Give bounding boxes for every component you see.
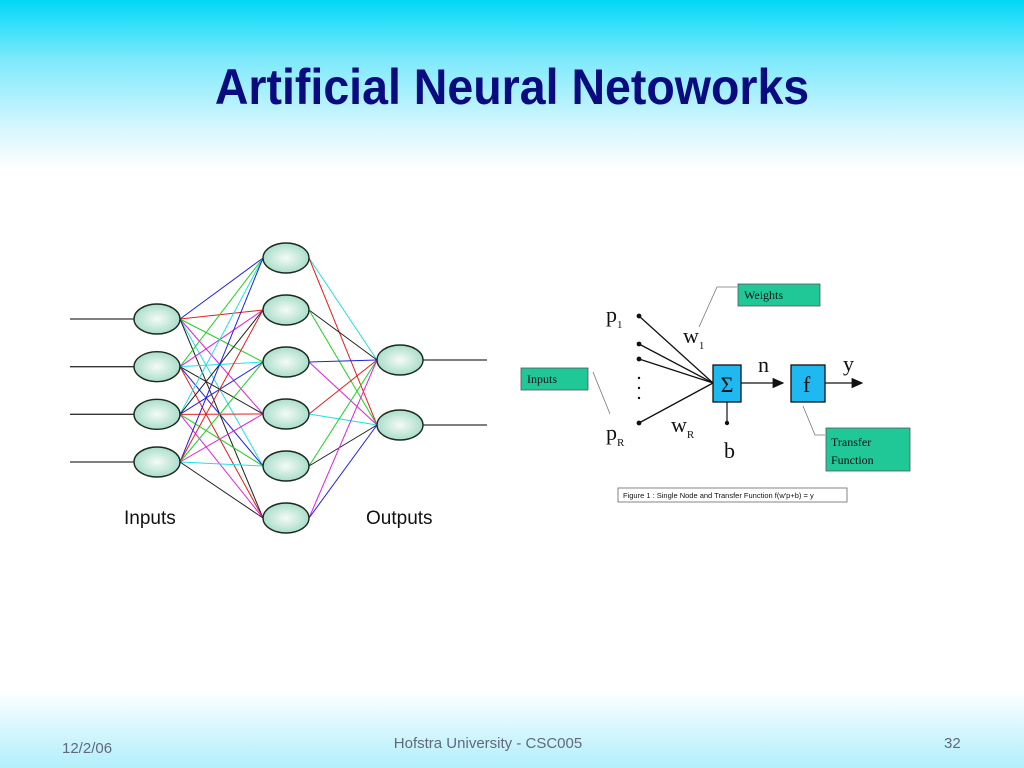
edge-input-hidden <box>179 366 264 467</box>
edge-input-hidden <box>179 361 264 415</box>
input-line-2 <box>638 343 714 384</box>
hidden-node <box>262 346 310 378</box>
sigma-icon: Σ <box>721 372 734 397</box>
edge-input-hidden <box>179 257 264 320</box>
input-node <box>133 398 181 431</box>
ellipsis-dot <box>637 376 641 380</box>
edge-input-hidden <box>179 461 264 519</box>
inputs-callout-line <box>592 371 611 415</box>
edge-input-hidden <box>179 414 264 519</box>
ellipsis-dot <box>637 386 641 390</box>
edge-input-hidden <box>179 309 264 320</box>
hidden-node <box>262 502 310 534</box>
network-io-lines <box>70 318 487 463</box>
edge-hidden-output <box>308 413 378 426</box>
transfer-callout-text-1: Transfer <box>831 435 871 449</box>
figure-caption: Figure 1 : Single Node and Transfer Func… <box>623 491 814 500</box>
input-pR-label: pR <box>606 420 625 449</box>
net-input-label: n <box>758 352 769 377</box>
input-line-1 <box>638 315 714 384</box>
transfer-callout-line <box>802 405 825 436</box>
footer-page-number: 32 <box>944 735 961 752</box>
outputs-label: Outputs <box>366 508 433 529</box>
edge-input-hidden <box>179 361 264 368</box>
weights-callout-line <box>698 286 737 328</box>
edge-hidden-output <box>308 359 378 363</box>
edge-hidden-output <box>308 424 378 519</box>
input-line-r <box>638 382 714 424</box>
edge-input-hidden <box>179 361 264 463</box>
bias-label: b <box>724 438 735 463</box>
weights-callout-text: Weights <box>744 288 783 302</box>
function-symbol: f <box>803 372 811 397</box>
edge-input-hidden <box>179 309 264 463</box>
hidden-node <box>262 242 310 274</box>
edge-hidden-output <box>308 359 378 519</box>
input-line-3 <box>638 358 714 384</box>
hidden-node <box>262 398 310 430</box>
slide-title: Artificial Neural Netoworks <box>214 59 810 115</box>
weight-w1-label: w1 <box>683 323 704 352</box>
inputs-label: Inputs <box>124 508 176 529</box>
weight-wR-label: wR <box>671 412 695 441</box>
edge-input-hidden <box>179 318 264 519</box>
edge-input-hidden <box>179 257 264 463</box>
bias-dot <box>724 420 730 426</box>
edge-hidden-output <box>308 361 378 426</box>
input-dot <box>636 356 642 362</box>
transfer-callout <box>825 427 911 472</box>
edge-input-hidden <box>179 413 264 467</box>
edge-hidden-output <box>308 359 378 415</box>
hidden-node <box>262 294 310 326</box>
edge-hidden-output <box>308 309 378 361</box>
output-node <box>376 344 424 376</box>
edge-hidden-output <box>308 257 378 426</box>
input-dot <box>636 313 642 319</box>
edge-input-hidden <box>179 257 264 415</box>
inputs-callout <box>520 367 589 391</box>
edge-hidden-output <box>308 309 378 426</box>
input-node <box>133 446 181 478</box>
single-node-diagram: p1 pR w1 wR Σ b n f y Weights Inputs Tra… <box>520 283 911 503</box>
edge-input-hidden <box>179 309 264 415</box>
ellipsis-dot <box>637 396 641 400</box>
edge-input-hidden <box>179 461 264 467</box>
input-dot <box>636 341 642 347</box>
footer-date: 12/2/06 <box>62 740 113 757</box>
edge-hidden-output <box>308 359 378 467</box>
edge-input-hidden <box>179 366 264 415</box>
transfer-function-box <box>790 364 826 403</box>
output-y-label: y <box>843 351 854 376</box>
input-p1-label: p1 <box>606 302 623 331</box>
edge-hidden-output <box>308 424 378 467</box>
edge-input-hidden <box>179 366 264 519</box>
footer-center: Hofstra University - CSC005 <box>393 735 583 752</box>
network-edges <box>179 257 378 519</box>
transfer-callout-text-2: Function <box>831 453 874 467</box>
edge-input-hidden <box>179 413 264 463</box>
edge-input-hidden <box>179 318 264 415</box>
edge-input-hidden <box>179 318 264 467</box>
figure-caption-box <box>617 487 848 503</box>
input-node <box>133 350 181 383</box>
output-node <box>376 409 424 441</box>
input-dot <box>636 420 642 426</box>
weights-callout <box>737 283 821 307</box>
input-node <box>133 303 181 335</box>
hidden-node <box>262 450 310 482</box>
inputs-callout-text: Inputs <box>527 372 557 386</box>
edge-input-hidden <box>179 257 264 367</box>
network-nodes <box>133 242 424 534</box>
edge-input-hidden <box>179 309 264 368</box>
edge-hidden-output <box>308 257 378 361</box>
edge-input-hidden <box>179 318 264 363</box>
